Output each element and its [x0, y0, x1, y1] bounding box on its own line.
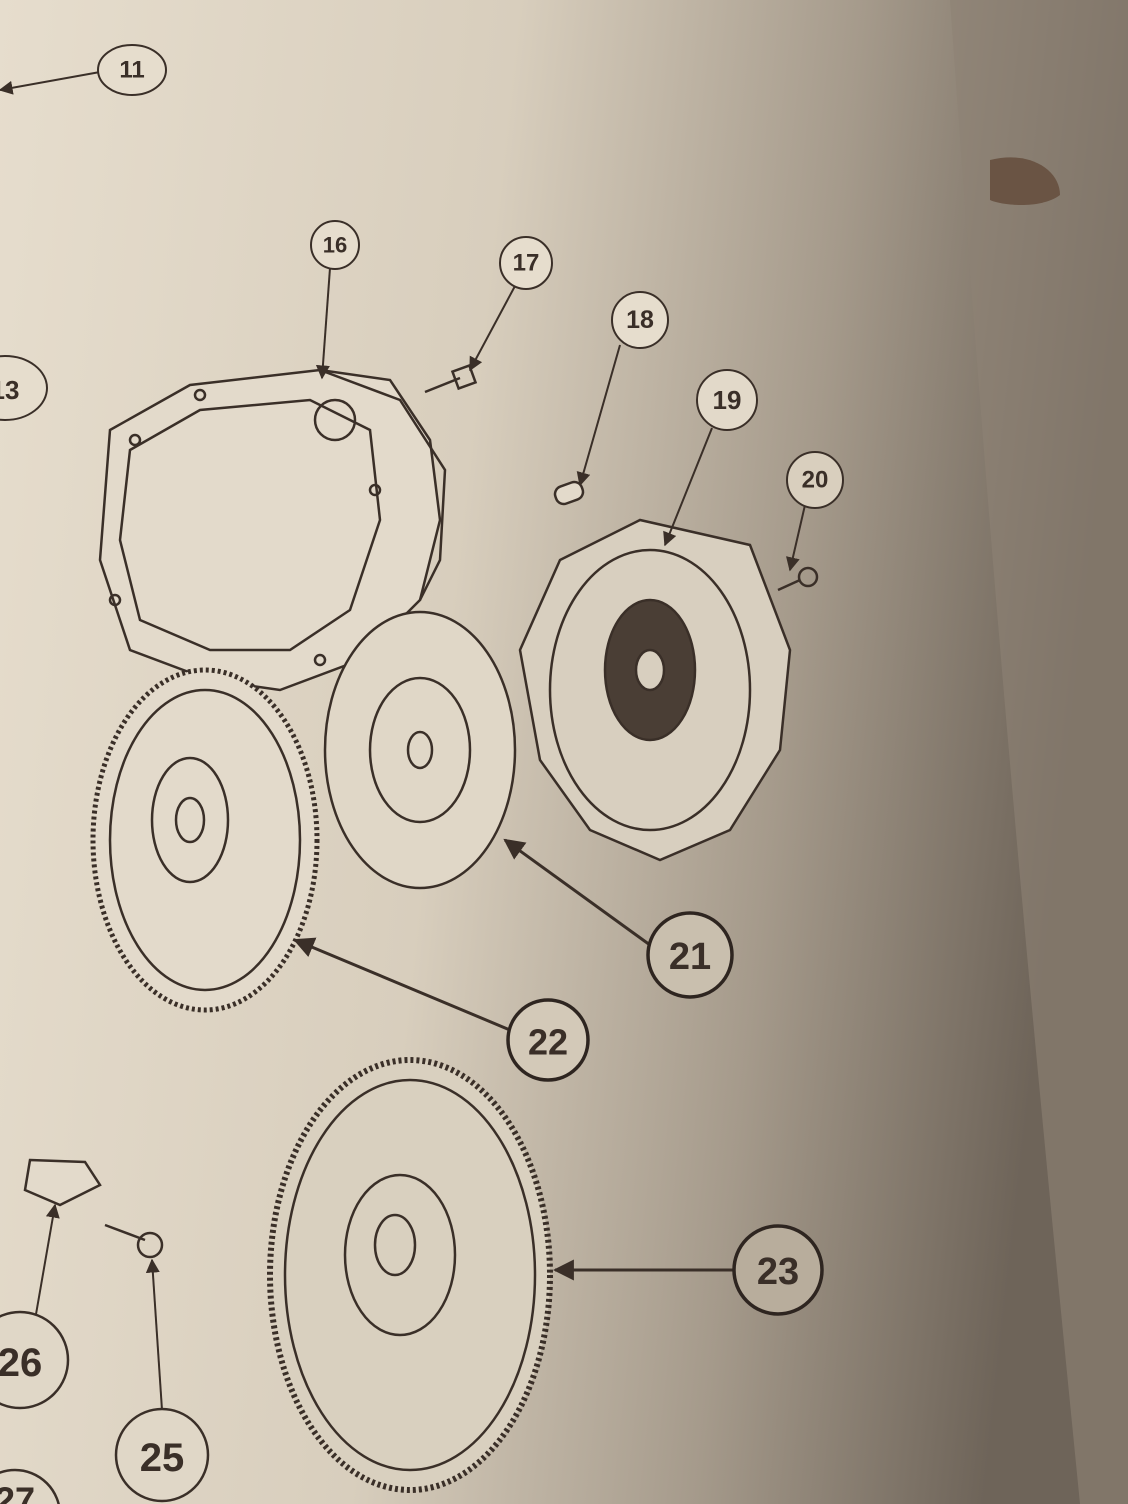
flexplate-part — [267, 1057, 553, 1493]
callout-13: 13 — [0, 355, 48, 421]
callout-label: 17 — [513, 250, 540, 277]
bell-housing-part — [98, 368, 447, 692]
dowel-part-18 — [553, 480, 585, 506]
bolt-part-20 — [777, 566, 819, 592]
callout-22: 22 — [506, 998, 590, 1082]
page-edges — [950, 0, 1128, 1504]
callout-21: 21 — [646, 911, 734, 999]
callout-16: 16 — [310, 220, 360, 270]
bracket-part-26 — [23, 1158, 102, 1207]
pressure-plate-part — [518, 518, 792, 862]
callout-label: 11 — [119, 57, 144, 84]
leader-lines — [0, 71, 806, 1411]
callout-label: 13 — [0, 375, 19, 405]
callout-label: 16 — [323, 233, 347, 258]
callout-label: 20 — [802, 467, 829, 494]
callout-18: 18 — [611, 291, 669, 349]
callout-label: 18 — [626, 306, 654, 334]
callout-label: 26 — [0, 1341, 42, 1385]
page-tab — [990, 157, 1060, 205]
callout-20: 20 — [786, 451, 844, 509]
callout-23: 23 — [732, 1224, 824, 1316]
callout-label: 27 — [0, 1480, 35, 1504]
callout-label: 19 — [713, 385, 742, 415]
callout-27: 27 — [0, 1468, 60, 1504]
screw-part-25 — [104, 1223, 164, 1259]
callout-11: 11 — [97, 44, 167, 96]
callout-26: 26 — [0, 1310, 70, 1410]
clutch-disc-part — [323, 610, 517, 890]
callout-label: 23 — [757, 1251, 799, 1293]
callout-25: 25 — [114, 1407, 210, 1503]
callout-label: 25 — [140, 1436, 185, 1480]
callout-label: 22 — [528, 1022, 568, 1063]
flywheel-part — [90, 667, 320, 1013]
callout-19: 19 — [696, 369, 758, 431]
callout-label: 21 — [669, 936, 711, 978]
bolt-part-17 — [424, 363, 478, 394]
callout-17: 17 — [499, 236, 553, 290]
